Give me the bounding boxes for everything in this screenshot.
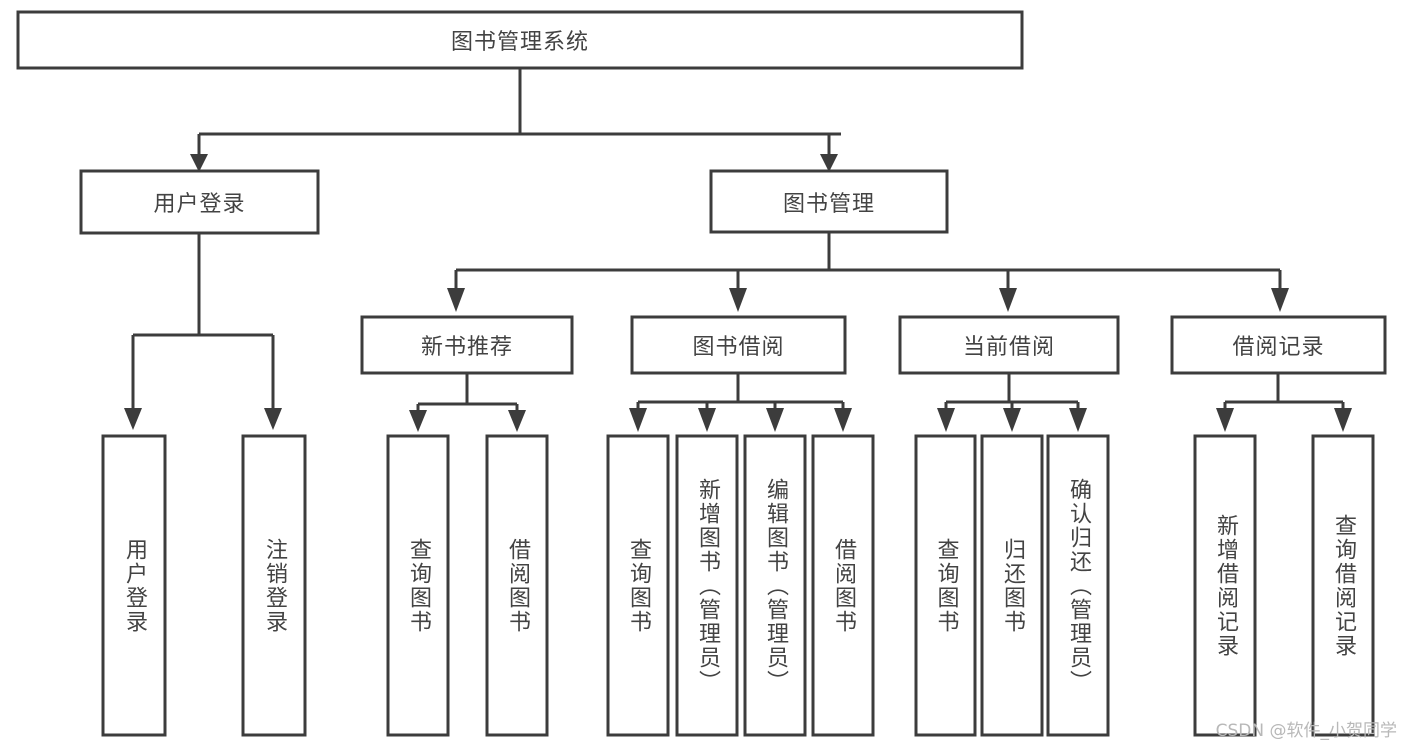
leaf-box-new-book-0[interactable] bbox=[386, 434, 450, 737]
connector-userlogin-to-leaves bbox=[124, 233, 282, 430]
leaf-box-user-login-0[interactable] bbox=[101, 434, 167, 737]
node-box-new-book-recommend[interactable] bbox=[360, 315, 574, 375]
leaf-box-book-borrow-1[interactable] bbox=[675, 434, 739, 737]
connector-root-to-level1 bbox=[190, 68, 841, 172]
connector-borrowrecord-to-leaves bbox=[1216, 373, 1352, 432]
leaf-box-book-borrow-2[interactable] bbox=[743, 434, 807, 737]
leaf-box-current-borrow-0[interactable] bbox=[914, 434, 977, 737]
connector-bookborrow-to-leaves bbox=[629, 373, 852, 432]
connector-newbook-to-leaves bbox=[409, 373, 526, 432]
leaf-box-borrow-record-1[interactable] bbox=[1311, 434, 1375, 737]
node-box-book-borrow[interactable] bbox=[630, 315, 847, 375]
leaf-box-current-borrow-1[interactable] bbox=[980, 434, 1044, 737]
leaf-box-user-login-1[interactable] bbox=[241, 434, 307, 737]
leaf-box-new-book-1[interactable] bbox=[485, 434, 549, 737]
leaf-box-borrow-record-0[interactable] bbox=[1193, 434, 1257, 737]
leaf-box-current-borrow-2[interactable] bbox=[1046, 434, 1110, 737]
leaf-box-book-borrow-3[interactable] bbox=[811, 434, 875, 737]
node-box-user-login[interactable] bbox=[79, 169, 320, 235]
node-box-borrow-record[interactable] bbox=[1170, 315, 1387, 375]
node-box-current-borrow[interactable] bbox=[898, 315, 1120, 375]
csdn-watermark: CSDN @软件_小贺同学 bbox=[1215, 721, 1397, 741]
leaf-box-book-borrow-0[interactable] bbox=[606, 434, 670, 737]
connector-currentborrow-to-leaves bbox=[937, 373, 1087, 432]
node-box-root[interactable] bbox=[16, 10, 1024, 70]
node-box-book-management[interactable] bbox=[709, 169, 949, 234]
connector-bookmgmt-to-level2 bbox=[447, 232, 1289, 312]
